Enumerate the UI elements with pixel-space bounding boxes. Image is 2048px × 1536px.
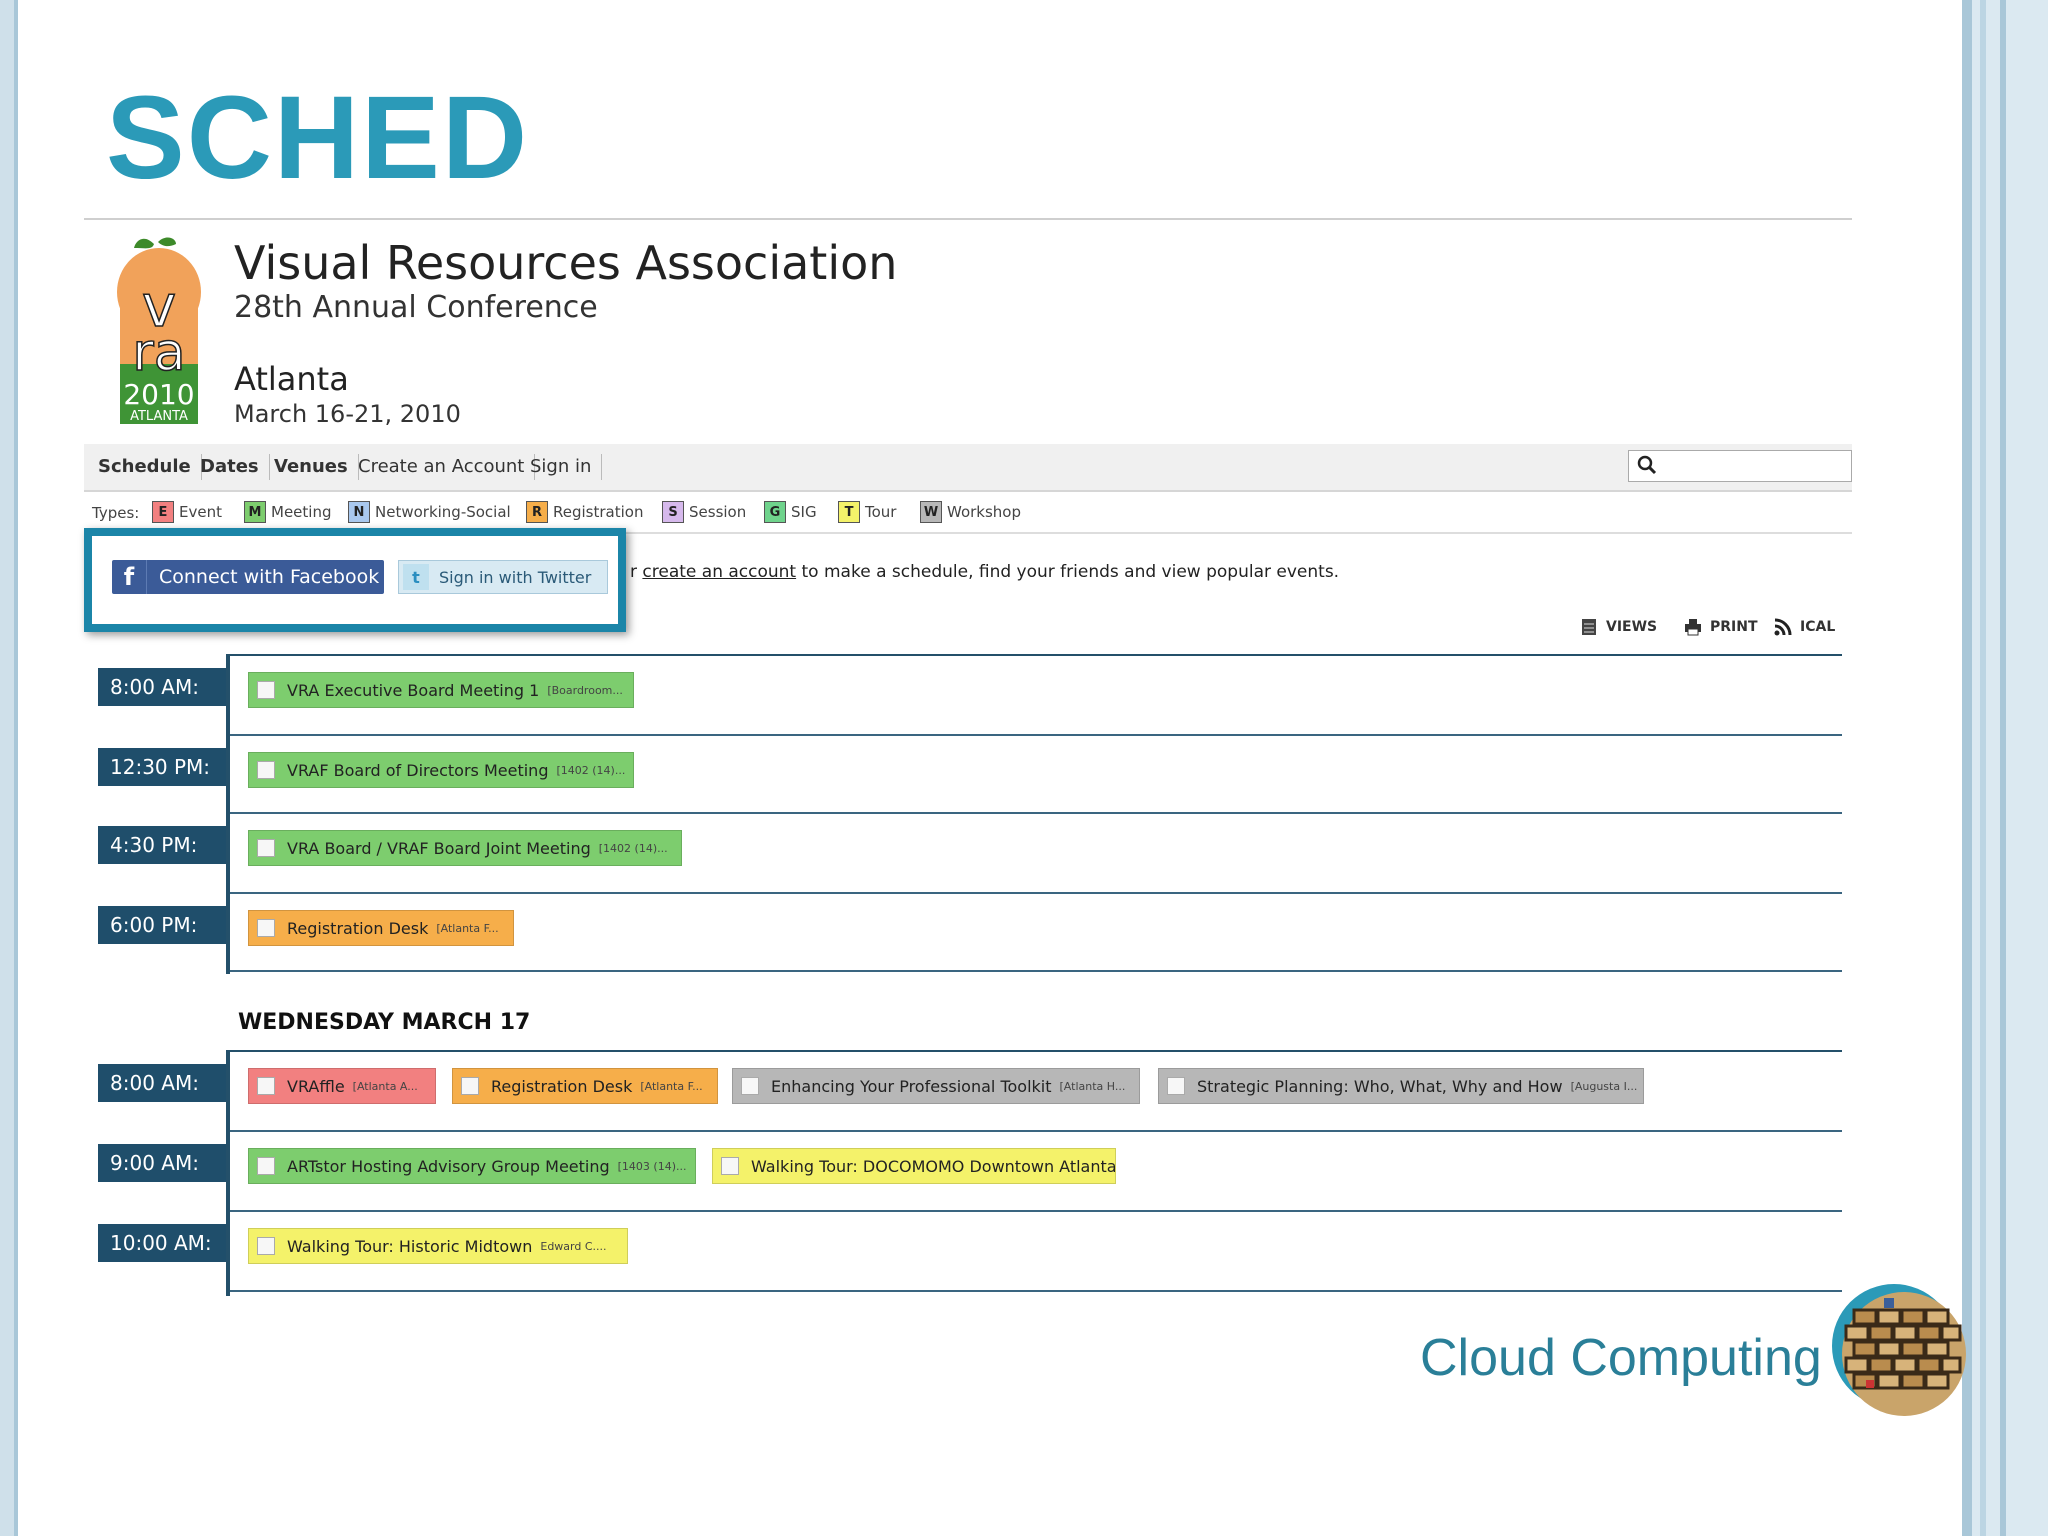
title-divider xyxy=(84,218,1852,220)
day-divider xyxy=(226,1050,1842,1052)
sched-screenshot: v ra 2010 ATLANTA Visual Resources Assoc… xyxy=(84,226,1854,1306)
rss-icon xyxy=(1774,618,1792,636)
create-account-link[interactable]: create an account xyxy=(642,562,797,582)
day-divider xyxy=(226,654,1842,656)
time-slot: 4:30 PM: xyxy=(98,826,226,864)
facebook-connect-button[interactable]: f Connect with Facebook xyxy=(112,560,384,594)
event-item[interactable]: Registration Desk[Atlanta F... xyxy=(452,1068,718,1104)
views-icon xyxy=(1582,619,1596,635)
event-checkbox[interactable] xyxy=(257,1077,275,1095)
time-slot: 8:00 AM: xyxy=(98,668,226,706)
event-item[interactable]: Strategic Planning: Who, What, Why and H… xyxy=(1158,1068,1644,1104)
event-checkbox[interactable] xyxy=(257,839,275,857)
svg-text:ATLANTA: ATLANTA xyxy=(130,409,188,424)
twitter-signin-button[interactable]: t Sign in with Twitter xyxy=(398,560,608,594)
conference-city: Atlanta xyxy=(234,360,349,398)
event-checkbox[interactable] xyxy=(741,1077,759,1095)
row-divider xyxy=(230,1130,1842,1132)
slide-right-border xyxy=(1962,0,2048,1536)
vra-logo-icon: v ra 2010 ATLANTA xyxy=(117,237,201,424)
day-heading: WEDNESDAY MARCH 17 xyxy=(238,1010,531,1035)
svg-text:ra: ra xyxy=(132,323,185,383)
time-slot: 9:00 AM: xyxy=(98,1144,226,1182)
row-divider xyxy=(230,734,1842,736)
print-button[interactable]: PRINT xyxy=(1684,618,1758,636)
nav-venues[interactable]: Venues xyxy=(264,454,359,480)
row-divider xyxy=(230,1210,1842,1212)
svg-text:v: v xyxy=(142,272,176,340)
time-slot: 8:00 AM: xyxy=(98,1064,226,1102)
types-divider xyxy=(84,532,1852,534)
social-login-highlight: f Connect with Facebook t Sign in with T… xyxy=(84,528,626,632)
time-slot: 10:00 AM: xyxy=(98,1224,226,1262)
cloud-computing-logo-icon xyxy=(1832,1284,1966,1416)
search-icon xyxy=(1637,455,1657,475)
event-checkbox[interactable] xyxy=(1167,1077,1185,1095)
types-label: Types: xyxy=(92,504,140,522)
top-nav: Schedule Dates Venues Create an Account … xyxy=(84,444,1852,492)
conference-dates: March 16-21, 2010 xyxy=(234,400,461,428)
nav-schedule[interactable]: Schedule xyxy=(88,454,202,480)
row-divider xyxy=(230,812,1842,814)
row-divider xyxy=(230,892,1842,894)
event-item[interactable]: VRAffle[Atlanta A... xyxy=(248,1068,436,1104)
twitter-icon: t xyxy=(403,564,429,590)
event-item[interactable]: Registration Desk[Atlanta F... xyxy=(248,910,514,946)
event-checkbox[interactable] xyxy=(257,761,275,779)
org-name: Visual Resources Association xyxy=(234,236,898,290)
event-item[interactable]: VRA Executive Board Meeting 1[Boardroom.… xyxy=(248,672,634,708)
event-checkbox[interactable] xyxy=(461,1077,479,1095)
facebook-icon: f xyxy=(112,560,147,594)
event-item[interactable]: ARTstor Hosting Advisory Group Meeting[1… xyxy=(248,1148,696,1184)
slide-title: SCHED xyxy=(106,72,530,204)
time-slot: 12:30 PM: xyxy=(98,748,226,786)
event-item[interactable]: VRAF Board of Directors Meeting[1402 (14… xyxy=(248,752,634,788)
event-checkbox[interactable] xyxy=(721,1157,739,1175)
footer-title: Cloud Computing xyxy=(1420,1329,1822,1387)
search-input[interactable] xyxy=(1628,450,1852,482)
print-icon xyxy=(1685,619,1701,636)
nav-create-account[interactable]: Create an Account xyxy=(348,454,536,480)
time-slot: 6:00 PM: xyxy=(98,906,226,944)
intro-text: r create an account to make a schedule, … xyxy=(630,562,1340,582)
time-column xyxy=(226,1050,230,1296)
ical-button[interactable]: ICAL xyxy=(1774,618,1835,636)
event-item[interactable]: Walking Tour: DOCOMOMO Downtown Atlanta xyxy=(712,1148,1116,1184)
event-checkbox[interactable] xyxy=(257,1237,275,1255)
event-checkbox[interactable] xyxy=(257,919,275,937)
slide-left-border xyxy=(0,0,18,1536)
views-button[interactable]: VIEWS xyxy=(1580,618,1657,636)
nav-dates[interactable]: Dates xyxy=(190,454,270,480)
conference-name: 28th Annual Conference xyxy=(234,290,598,325)
event-checkbox[interactable] xyxy=(257,1157,275,1175)
svg-text:2010: 2010 xyxy=(123,378,194,411)
time-column xyxy=(226,654,230,974)
event-checkbox[interactable] xyxy=(257,681,275,699)
row-divider xyxy=(230,1290,1842,1292)
row-divider xyxy=(230,970,1842,972)
nav-sign-in[interactable]: Sign in xyxy=(520,454,603,480)
event-item[interactable]: VRA Board / VRAF Board Joint Meeting[140… xyxy=(248,830,682,866)
event-item[interactable]: Enhancing Your Professional Toolkit[Atla… xyxy=(732,1068,1140,1104)
